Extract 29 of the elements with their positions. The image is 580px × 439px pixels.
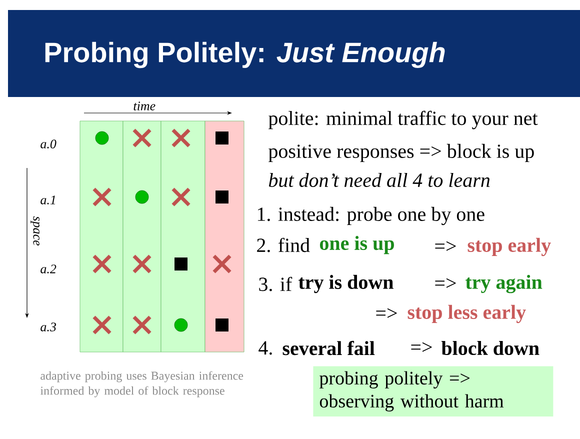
highlight-text: one is up	[320, 236, 394, 254]
address-label: a.3	[40, 322, 56, 332]
summary-box: probing politely => observing without harm	[313, 366, 554, 416]
address-label: a.1	[40, 196, 56, 204]
highlight-text: stop less early	[408, 304, 526, 324]
axis-label: time	[134, 102, 156, 110]
highlight-text: try again	[466, 274, 542, 294]
caption: adaptive probing uses Bayesian inference informed by model of block response	[40, 371, 244, 398]
axis-label: space	[30, 216, 40, 246]
text-line: but don’t need all 4 to learn	[268, 172, 490, 188]
highlight-text: try is down	[298, 274, 394, 294]
text-line: 1. instead: probe one by one	[258, 206, 484, 226]
implies-sign: =>	[376, 308, 397, 318]
text-line: 4.	[258, 341, 272, 355]
text-line: 3. if	[259, 276, 292, 292]
text-line: polite: minimal traffic to your net	[268, 110, 538, 130]
text-line: positive responses => block is up	[268, 144, 534, 162]
column-band	[80, 120, 124, 352]
slide-title: Probing Politely: Just Enough	[45, 42, 445, 68]
column-band	[204, 120, 244, 352]
highlight-text: stop early	[468, 238, 551, 256]
address-label: a.2	[40, 264, 56, 274]
implies-sign: =>	[435, 241, 456, 251]
column-band	[122, 120, 162, 352]
implies-sign: =>	[435, 278, 456, 288]
address-label: a.0	[40, 140, 56, 148]
text-line: 2. find	[257, 238, 310, 252]
highlight-text: several fail	[282, 340, 375, 356]
column-band	[160, 120, 206, 352]
